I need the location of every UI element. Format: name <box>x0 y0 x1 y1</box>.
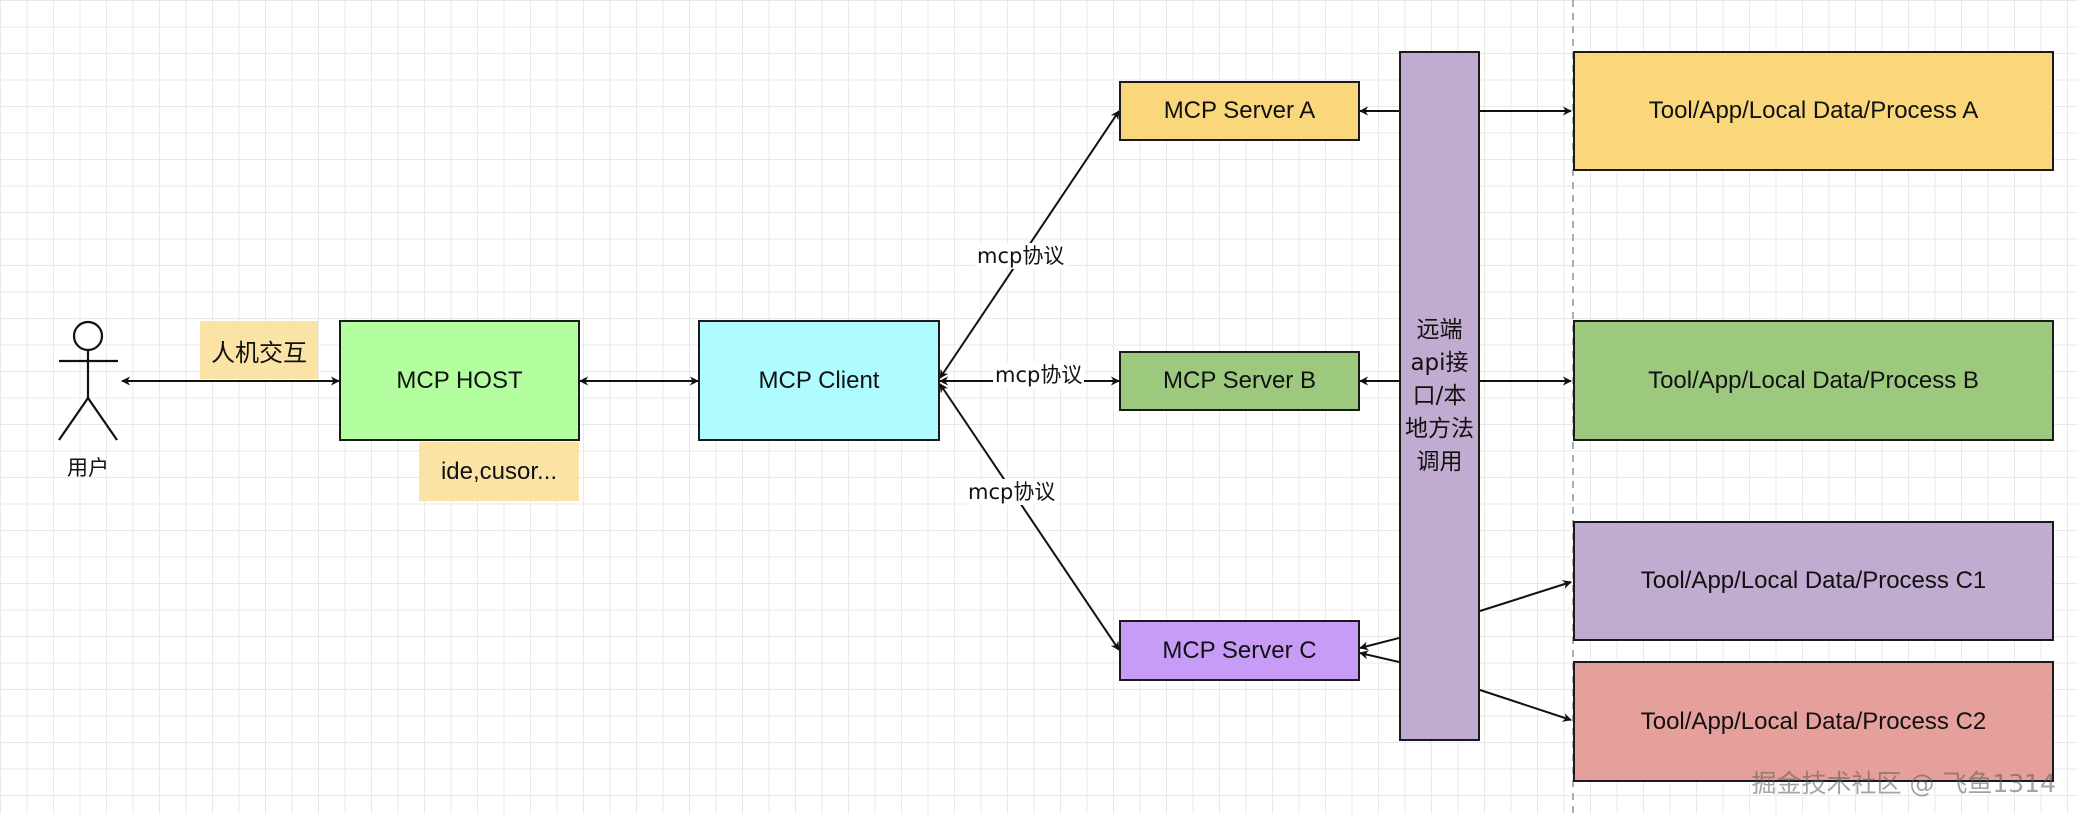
edge-gateway-server-c-2 <box>1359 650 1400 663</box>
mcp-server-c-node: MCP Server C <box>1119 620 1360 681</box>
gateway-label-line-1: 远端 <box>1416 316 1463 343</box>
mcp-host-node: MCP HOST <box>339 320 580 441</box>
remote-api-gateway-node: 远端 api接 口/本 地方法 调用 <box>1399 51 1480 741</box>
tool-c1-node: Tool/App/Local Data/Process C1 <box>1573 521 2054 641</box>
host-examples-note: ide,cusor... <box>419 442 579 501</box>
edge-label-client-server-c: mcp协议 <box>966 479 1058 505</box>
edge-gateway-tool-c2 <box>1479 689 1572 722</box>
user-label: 用户 <box>67 456 109 480</box>
gateway-label-line-4: 地方法 <box>1405 415 1474 442</box>
edge-gateway-server-c-1 <box>1359 637 1400 651</box>
tool-a-node: Tool/App/Local Data/Process A <box>1573 51 2054 171</box>
edge-label-client-server-b: mcp协议 <box>993 362 1085 388</box>
gateway-label-line-5: 调用 <box>1416 448 1463 475</box>
tool-b-node: Tool/App/Local Data/Process B <box>1573 320 2054 441</box>
mcp-server-b-node: MCP Server B <box>1119 351 1360 411</box>
tool-c2-node: Tool/App/Local Data/Process C2 <box>1573 661 2054 782</box>
edge-gateway-tool-c1 <box>1479 580 1572 612</box>
gateway-label-line-2: api接 <box>1410 349 1469 376</box>
mcp-server-a-node: MCP Server A <box>1119 81 1360 141</box>
gateway-label-line-3: 口/本 <box>1412 382 1467 409</box>
watermark-text: 掘金技术社区 @ 飞鱼1314 <box>1751 769 2056 798</box>
edge-label-client-server-a: mcp协议 <box>975 243 1067 269</box>
mcp-client-node: MCP Client <box>698 320 940 441</box>
edge-client-server-c <box>939 383 1120 651</box>
user-actor-icon <box>58 320 118 441</box>
interaction-note: 人机交互 <box>200 321 318 379</box>
